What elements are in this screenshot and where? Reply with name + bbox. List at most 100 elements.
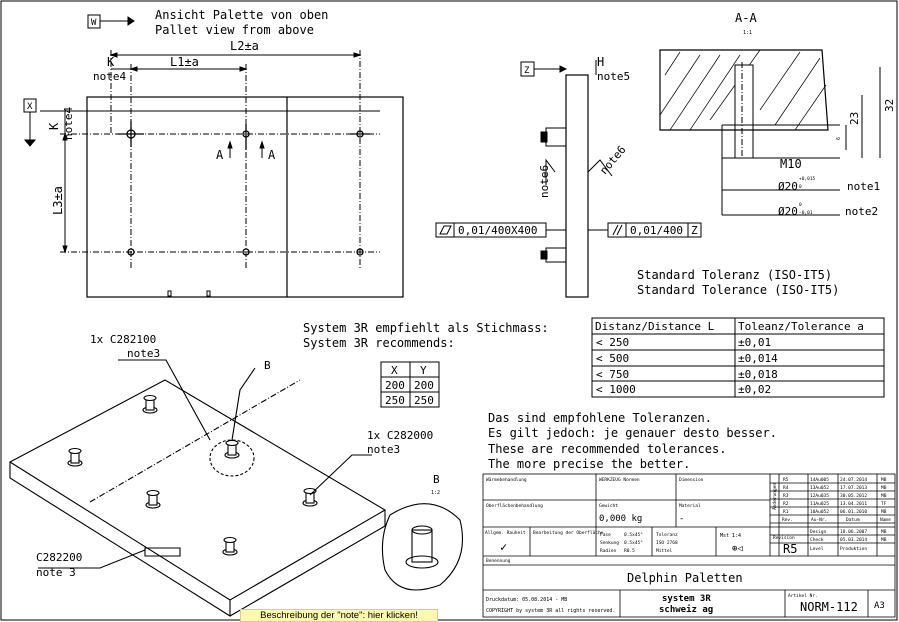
fit2-note: note2: [845, 205, 878, 218]
dim-k-top: K: [107, 55, 115, 69]
parallel-tolerance: 0,01/400: [630, 224, 683, 237]
tol-value: ±0,014: [738, 352, 778, 365]
dim-l3: L3±a: [51, 186, 65, 215]
tb-title: Delphin Paletten: [627, 571, 743, 585]
callout-c282100-note: note3: [127, 347, 160, 360]
tb-artikel: NORM-112: [800, 600, 858, 614]
note-description-link[interactable]: Beschreibung der "note": hier klicken!: [240, 609, 438, 622]
tb-rev-cell: 13Au052: [810, 485, 829, 491]
recommend-de: System 3R empfiehlt als Stichmass:: [303, 321, 549, 335]
flatness-tolerance: 0,01/400X400: [458, 224, 537, 237]
pallet-side-view: [435, 60, 702, 298]
tb-rev-cell: 12Au035: [810, 493, 829, 499]
fit1-upper: +0,015: [799, 176, 816, 182]
tb-level-label: Level: [810, 546, 824, 552]
tol-note-line: These are recommended tolerances.: [488, 442, 726, 456]
tb-rev-cell: R3: [783, 493, 789, 499]
tb-artikel-label: Artikel Nr.: [788, 593, 818, 599]
section-a-a: [659, 49, 881, 216]
tb-fase: Fase: [600, 532, 611, 538]
tol-note-line: Es gilt jedoch: je genauer desto besser.: [488, 426, 777, 440]
standard-tolerance-en: Standard Tolerance (ISO-IT5): [637, 283, 839, 297]
tb-design-date: 18.06.2007: [840, 529, 867, 535]
xy-cell: 250: [414, 394, 434, 407]
tb-fase-val: 0.5x45°: [624, 532, 643, 538]
note6-right: note6: [597, 143, 628, 177]
tb-rev-cell: MB: [881, 509, 887, 515]
section-title: A-A: [735, 11, 757, 25]
tb-format: A3: [874, 601, 885, 611]
tb-rev-cell: 13.04.2011: [840, 501, 867, 507]
tb-company-2: schweiz ag: [659, 604, 713, 615]
tol-value: ±0,018: [738, 368, 778, 381]
tb-rev-cell: 24.07.2014: [840, 477, 867, 483]
tb-massstab: Mst 1:4: [720, 533, 741, 539]
fit2-upper: 0: [799, 202, 802, 208]
dim-h: H: [597, 55, 604, 69]
tb-rev-header: Rev.: [782, 517, 793, 523]
tb-revision-label: Revision: [773, 535, 795, 541]
tb-toleranz-val: ISO 2768: [656, 540, 678, 546]
xy-table-grid: [380, 361, 440, 408]
dim-k-side: K: [47, 122, 61, 130]
tb-rev-cell: TF: [881, 501, 887, 507]
recommend-en: System 3R recommends:: [303, 336, 455, 350]
parallel-ref: Z: [691, 224, 698, 237]
tb-rev-cell: MB: [881, 485, 887, 491]
tb-rev-cell: 17.07.2013: [840, 485, 867, 491]
tb-rev-cell: 30.05.2012: [840, 493, 867, 499]
tol-header-distance: Distanz/Distance L: [595, 320, 715, 333]
tb-rev-cell: 14Au005: [810, 477, 829, 483]
tb-mittel: Mittel: [656, 548, 673, 554]
tb-oberflaeche: Oberflächenbehandlung: [486, 503, 543, 509]
title-block-frame: [482, 473, 896, 618]
tb-check-name: MB: [881, 537, 887, 543]
tb-rev-cell: R1: [783, 509, 789, 515]
fit1-lower: 0: [799, 184, 802, 190]
tol-distance: < 750: [596, 368, 629, 381]
tb-projection-symbol: ⊕◁: [732, 544, 743, 554]
standard-tolerance-de: Standard Toleranz (ISO-IT5): [637, 268, 832, 282]
callout-c282100: 1x C282100: [90, 333, 156, 346]
tol-note-line: The more precise the better.: [488, 457, 690, 471]
tb-waermebehandlung: Wärmebehandlung: [486, 477, 527, 483]
tb-rev-cell: R4: [783, 485, 789, 491]
tb-benennung: Benennung: [486, 558, 511, 564]
section-scale: 1:1: [743, 30, 752, 36]
fit2-lower: -0,01: [799, 210, 813, 216]
callout-c282200-note: note 3: [36, 566, 76, 579]
tb-level: Produktion: [840, 546, 867, 552]
dim-32: 32: [883, 99, 896, 112]
tb-design-name: MB: [881, 529, 887, 535]
tol-distance: < 1000: [596, 383, 636, 396]
section-mark-right: A: [268, 148, 276, 162]
detail-b-mark: B: [264, 359, 271, 372]
datum-x-tag: X: [27, 102, 33, 112]
tb-rev-header: Datum: [846, 517, 860, 523]
section-mark-left: A: [216, 148, 224, 162]
tol-note-line: Das sind empfohlene Toleranzen.: [488, 411, 712, 425]
tb-druckdatum: Druckdatum: 05.08.2014 - MB: [486, 597, 567, 603]
tb-rev-cell: MB: [881, 477, 887, 483]
fit1-note: note1: [847, 180, 880, 193]
note4-side: note4: [62, 107, 75, 140]
tb-copyright: COPYRIGHT by system 3R all rights reserv…: [486, 608, 615, 614]
note4-top: note4: [93, 70, 126, 83]
tb-material-value: -: [679, 514, 684, 524]
tb-aenderungen: Änderungen: [771, 483, 778, 510]
view-title-de: Ansicht Palette von oben: [155, 8, 328, 22]
note5: note5: [597, 70, 630, 83]
tb-werkstoff: WERKZEUG Normen: [599, 477, 640, 483]
fit1-value: Ø20: [778, 180, 798, 193]
tb-radius: Radien: [600, 548, 617, 554]
tb-check-symbol: ✓: [500, 540, 507, 554]
dim-l1: L1±a: [170, 55, 199, 69]
tb-senkung-val: 0.5x45°: [624, 540, 643, 546]
tb-rev-cell: R2: [783, 501, 789, 507]
tb-toleranz: Toleranz: [656, 532, 678, 538]
tb-allgem-rauheit: Allgem. Rauheit: [485, 530, 526, 536]
tb-bearbeitung: Bearbeitung der Oberfläche: [533, 530, 604, 536]
tol-distance: < 500: [596, 352, 629, 365]
tb-revision: R5: [783, 542, 797, 556]
